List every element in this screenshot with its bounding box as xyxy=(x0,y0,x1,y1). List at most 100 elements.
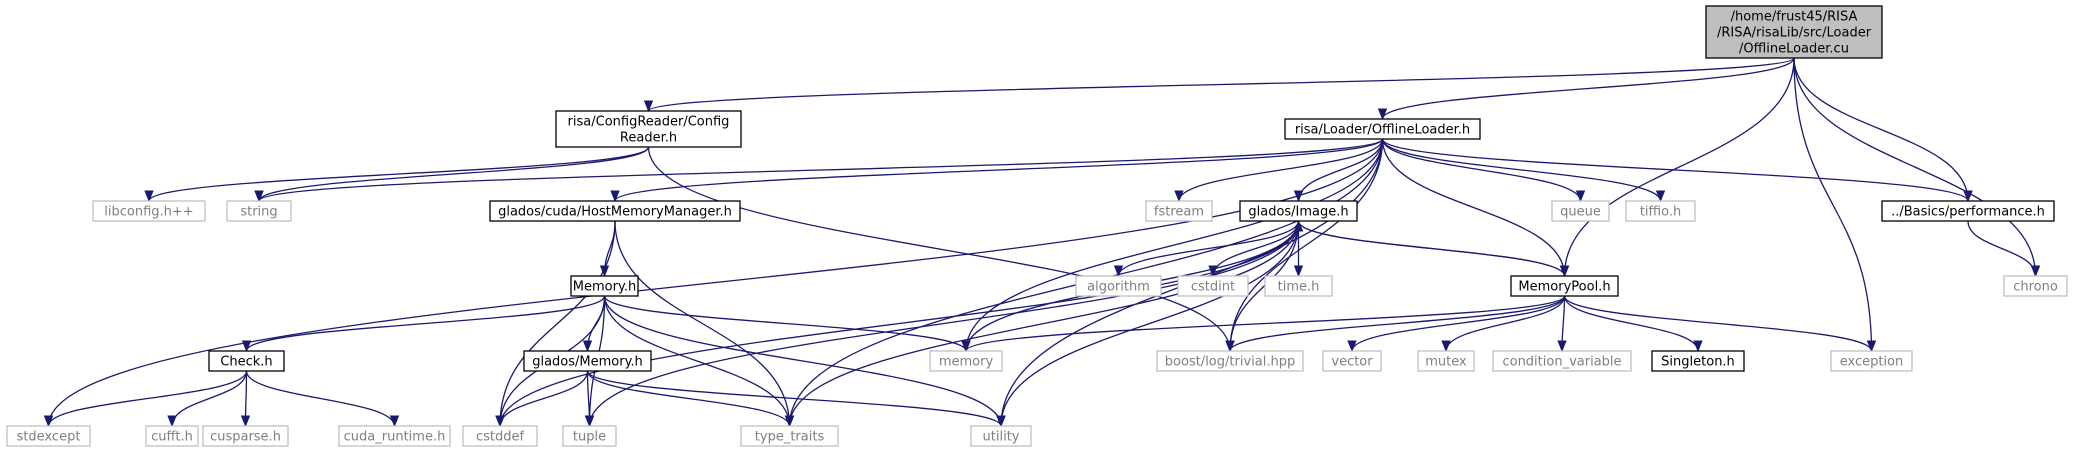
node-box xyxy=(1492,350,1632,372)
edge-offlineloader-to-fstream xyxy=(1174,138,1384,203)
node-mutex: mutex xyxy=(1417,350,1475,372)
edge-memorypool-to-vector xyxy=(1347,295,1566,353)
edge-memory_h-to-type_traits xyxy=(603,295,795,428)
edge-glados_memory-to-cstddef xyxy=(495,370,589,428)
node-box xyxy=(555,110,742,148)
node-label: vector xyxy=(1331,355,1373,370)
node-label: risa/ConfigReader/Config xyxy=(568,115,730,130)
node-box xyxy=(1322,350,1382,372)
node-stdexcept: stdexcept xyxy=(6,425,91,447)
node-offlineloader[interactable]: risa/Loader/OfflineLoader.h xyxy=(1284,118,1481,140)
node-box xyxy=(1625,200,1696,222)
node-chrono: chrono xyxy=(2003,275,2068,297)
node-box xyxy=(1156,350,1304,372)
edge-hostmemorymanager-to-cstddef xyxy=(495,220,616,428)
node-box xyxy=(145,425,199,447)
node-label: mutex xyxy=(1425,355,1467,370)
node-label: boost/log/trivial.hpp xyxy=(1165,355,1295,370)
edge-root-to-performance xyxy=(1793,57,1973,203)
edge-hostmemorymanager-to-memory_h xyxy=(599,220,616,278)
node-condition-variable: condition_variable xyxy=(1492,350,1632,372)
node-box xyxy=(1417,350,1475,372)
node-box xyxy=(523,350,652,372)
node-fstream: fstream xyxy=(1145,200,1213,222)
node-performance[interactable]: ../Basics/performance.h xyxy=(1881,200,2055,222)
edge-memorypool-to-memory xyxy=(961,295,1566,353)
node-box xyxy=(202,425,289,447)
node-cusparse: cusparse.h xyxy=(202,425,289,447)
node-cuda-runtime: cuda_runtime.h xyxy=(338,425,451,447)
edge-root-to-chrono xyxy=(1793,57,2041,278)
edge-offlineloader-to-memorypool xyxy=(1381,138,1570,278)
node-type-traits: type_traits xyxy=(740,425,839,447)
node-memorypool[interactable]: MemoryPool.h xyxy=(1510,275,1619,297)
edge-memory_h-to-utility xyxy=(603,295,1006,428)
node-root[interactable]: /home/frust45/RISA/RISA/risaLib/src/Load… xyxy=(1705,5,1883,59)
node-label: chrono xyxy=(2013,280,2058,295)
node-tuple: tuple xyxy=(562,425,617,447)
node-cufft: cufft.h xyxy=(145,425,199,447)
node-box xyxy=(1830,350,1913,372)
edge-configreader-to-boost_trivial xyxy=(647,146,1235,353)
edge-memorypool-to-singleton xyxy=(1563,295,1703,353)
edge-configreader-to-libconfig xyxy=(144,146,650,203)
node-glados-memory[interactable]: glados/Memory.h xyxy=(523,350,652,372)
node-label: glados/cuda/HostMemoryManager.h xyxy=(498,205,732,220)
node-label: /home/frust45/RISA xyxy=(1731,10,1858,25)
node-cstdint: cstdint xyxy=(1177,275,1249,297)
edge-glados_memory-to-utility xyxy=(586,370,1006,428)
edge-image-to-type_traits xyxy=(784,220,1300,428)
edge-image-to-algorithm xyxy=(1113,220,1300,278)
node-box xyxy=(208,350,285,372)
node-box xyxy=(489,200,741,222)
node-singleton[interactable]: Singleton.h xyxy=(1651,350,1745,372)
node-box xyxy=(1177,275,1249,297)
edges xyxy=(43,57,2041,428)
edge-performance-to-chrono xyxy=(1967,220,2041,278)
node-cstddef: cstddef xyxy=(462,425,538,447)
node-label: ../Basics/performance.h xyxy=(1891,205,2045,220)
node-box xyxy=(462,425,538,447)
node-label: stdexcept xyxy=(17,430,81,445)
node-image[interactable]: glados/Image.h xyxy=(1239,200,1358,222)
node-time-h: time.h xyxy=(1264,275,1333,297)
node-libconfig: libconfig.h++ xyxy=(92,200,206,222)
node-box xyxy=(929,350,1003,372)
node-label: /OfflineLoader.cu xyxy=(1739,42,1849,57)
node-memory-h[interactable]: Memory.h xyxy=(570,275,639,297)
node-label: /RISA/risaLib/src/Loader xyxy=(1717,26,1872,41)
edge-image-to-boost_trivial xyxy=(1225,220,1300,353)
node-box xyxy=(1551,200,1610,222)
node-box xyxy=(1651,350,1745,372)
edge-image-to-cstddef xyxy=(495,220,1300,428)
node-label: tiffio.h xyxy=(1640,205,1681,220)
node-box xyxy=(1145,200,1213,222)
node-label: glados/Memory.h xyxy=(532,355,643,370)
edge-offlineloader-to-performance xyxy=(1381,138,1973,203)
node-check[interactable]: Check.h xyxy=(208,350,285,372)
node-box xyxy=(338,425,451,447)
node-label: Reader.h xyxy=(620,131,677,146)
node-hostmemorymanager[interactable]: glados/cuda/HostMemoryManager.h xyxy=(489,200,741,222)
node-label: cusparse.h xyxy=(210,430,281,445)
node-label: string xyxy=(240,205,277,220)
edge-check-to-cufft xyxy=(167,370,248,428)
edge-image-to-tuple xyxy=(584,220,1300,428)
edge-memory_h-to-check xyxy=(241,295,606,353)
node-box xyxy=(1239,200,1358,222)
edge-offlineloader-to-string xyxy=(254,138,1384,203)
edge-check-to-stdexcept xyxy=(43,370,248,428)
edge-memory_h-to-memory xyxy=(603,295,971,353)
node-label: cstdint xyxy=(1191,280,1235,295)
edge-memorypool-to-image xyxy=(1293,219,1566,277)
node-box xyxy=(1075,275,1162,297)
node-queue: queue xyxy=(1551,200,1610,222)
node-configreader[interactable]: risa/ConfigReader/ConfigReader.h xyxy=(555,110,742,148)
edge-glados_memory-to-tuple xyxy=(584,370,595,428)
node-algorithm: algorithm xyxy=(1075,275,1162,297)
node-label: queue xyxy=(1560,205,1601,220)
node-box xyxy=(1510,275,1619,297)
node-label: fstream xyxy=(1154,205,1204,220)
edge-root-to-exception xyxy=(1793,57,1877,353)
